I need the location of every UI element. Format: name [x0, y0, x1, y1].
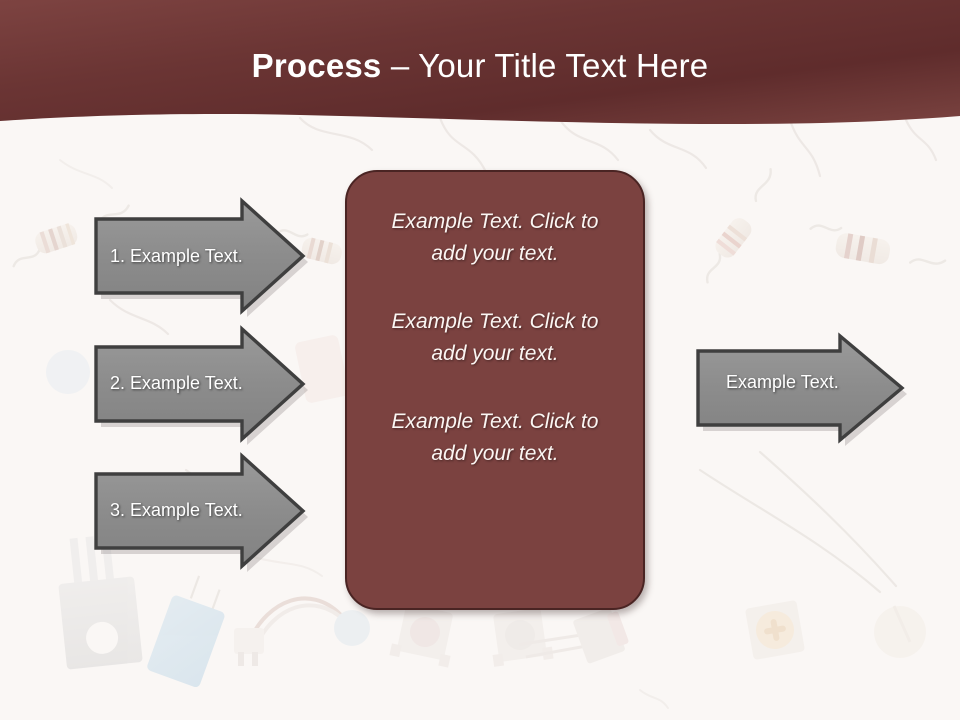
page-title: Process – Your Title Text Here	[0, 46, 960, 86]
process-result-arrow[interactable]	[694, 332, 907, 446]
process-step-arrow-1[interactable]	[92, 197, 308, 317]
process-step-arrow-3[interactable]	[92, 452, 308, 572]
process-step-arrow-2[interactable]	[92, 325, 308, 445]
page-title-rest: – Your Title Text Here	[381, 47, 709, 84]
process-detail-panel[interactable]: Example Text. Click to add your text. Ex…	[345, 170, 645, 610]
title-banner	[0, 0, 960, 130]
page-title-strong: Process	[251, 47, 382, 84]
process-detail-paragraph-3: Example Text. Click to add your text.	[391, 410, 599, 465]
process-detail-paragraph-2: Example Text. Click to add your text.	[391, 310, 599, 365]
process-detail-paragraph-1: Example Text. Click to add your text.	[391, 210, 599, 265]
